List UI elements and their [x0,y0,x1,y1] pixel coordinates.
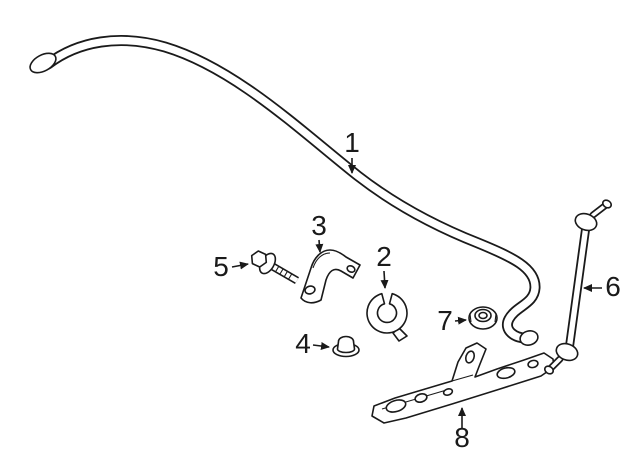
callout-3-arrow [315,239,324,253]
bracket-hole [527,359,539,369]
clamp-bracket-hole [346,264,356,274]
bushing-art [366,292,408,342]
bracket-slot [464,350,476,364]
callout-3-label[interactable]: 3 [311,210,327,241]
small-nut-body [336,335,356,354]
bracket-hole [442,388,454,396]
link-bottom-boss [555,342,579,362]
callout-5-arrow [231,261,249,270]
callout-7-arrow [454,316,467,325]
flange-nut-art [468,306,498,330]
link-bottom-stud-tip [544,365,554,375]
callout-8-label[interactable]: 8 [454,422,470,453]
bolt-head [250,250,268,268]
link-top-boss [574,212,598,232]
callout-2-arrow [380,270,389,289]
clamp-bracket-body [300,249,361,304]
stabilizer-bar-right-eyelet [519,330,539,346]
bracket-hole [385,399,407,413]
stabilizer-bar-left-eyelet [29,52,57,74]
small-nut-art [332,335,360,358]
callout-7-label[interactable]: 7 [437,305,453,336]
bolt-art [250,250,300,285]
clamp-bracket-hole [304,285,316,295]
callout-2[interactable]: 2 [376,241,392,289]
callout-5[interactable]: 5 [213,251,249,282]
callout-5-label[interactable]: 5 [213,251,229,282]
callout-6[interactable]: 6 [583,271,621,302]
callout-8[interactable]: 8 [454,407,470,453]
stabilizer-bar-art [29,35,541,346]
stabilizer-link-art [544,199,612,375]
crossmember-bracket-art [371,342,555,424]
bracket-hole [414,392,428,404]
clamp-bracket-art [300,249,361,304]
callout-1[interactable]: 1 [344,127,360,174]
stabilizer-bar-tube [42,35,541,344]
callout-4-arrow [312,342,330,350]
callout-3[interactable]: 3 [311,210,327,253]
callout-7[interactable]: 7 [437,305,467,336]
flange-nut-hole [478,311,488,320]
crossmember-bracket-body [371,342,555,424]
callout-4[interactable]: 4 [295,328,330,359]
callout-1-label[interactable]: 1 [344,127,360,158]
callout-6-label[interactable]: 6 [605,271,621,302]
bolt-threads [274,265,293,280]
bushing-ring [366,292,408,334]
bracket-hole [496,366,516,380]
link-top-stud-tip [602,199,612,209]
callout-4-label[interactable]: 4 [295,328,311,359]
callout-2-label[interactable]: 2 [376,241,392,272]
